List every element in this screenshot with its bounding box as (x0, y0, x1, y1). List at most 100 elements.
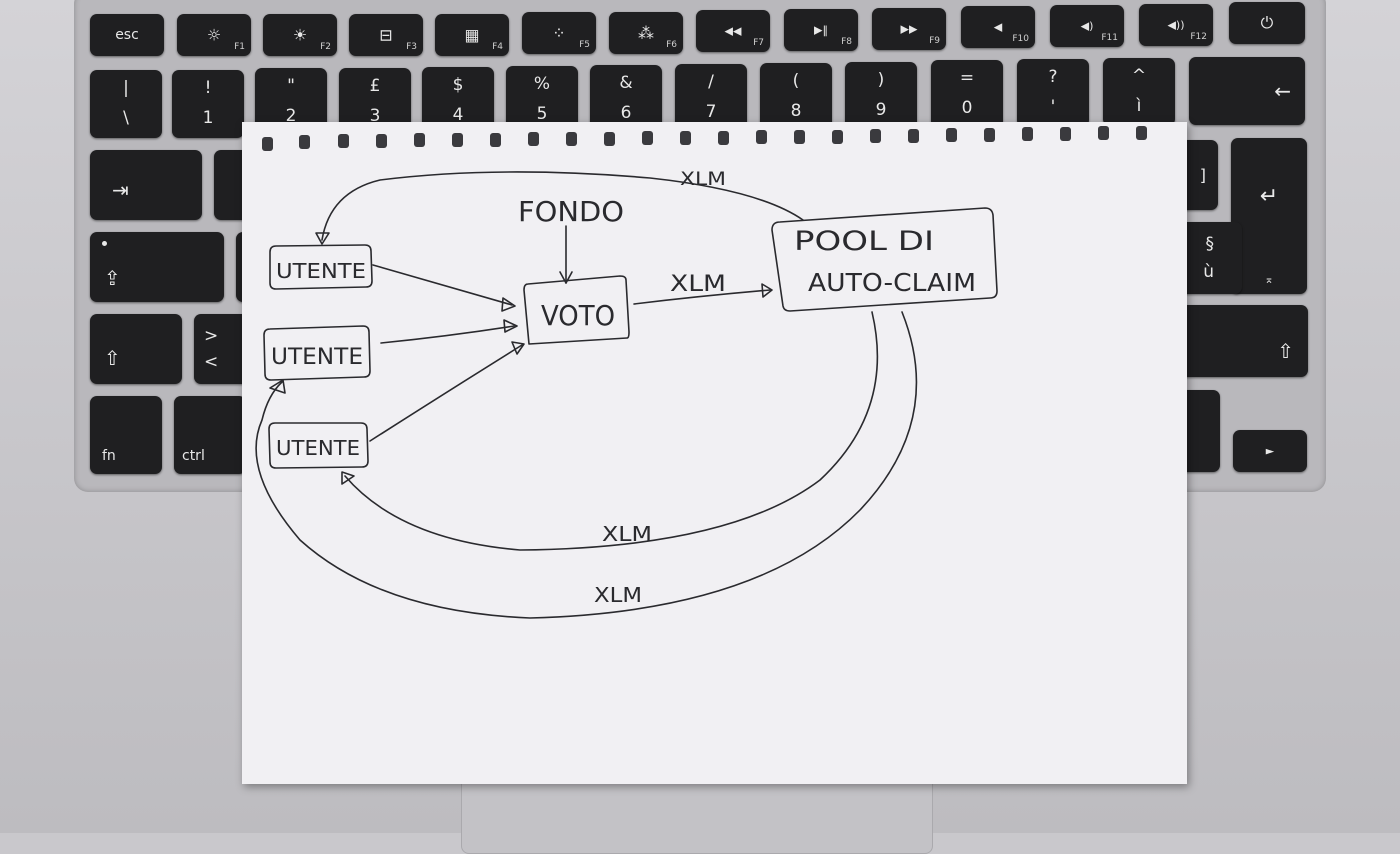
key-label-bottom: 9 (875, 100, 887, 120)
power-icon: ⏻ (1260, 13, 1274, 32)
keyboard-light-up-icon: ⁂ (638, 23, 654, 43)
key-fn[interactable]: fn (90, 396, 162, 474)
key-ctrl[interactable]: ctrl (174, 396, 246, 474)
key-esc[interactable]: esc (90, 14, 164, 56)
utente-2-box (263, 325, 371, 381)
key-f8[interactable]: ▶‖ F8 (784, 9, 858, 51)
key-label-top: ( (792, 71, 800, 91)
key-label: esc (115, 27, 139, 43)
key-label: fn (102, 448, 116, 464)
key-arrow-right[interactable]: ► (1233, 430, 1307, 472)
launchpad-icon: ▦ (464, 25, 480, 45)
key-label-bottom: < (204, 352, 219, 372)
key-label: ] (1199, 165, 1206, 185)
key-shift-left[interactable]: ⇧ (90, 314, 182, 384)
key-sublabel: F7 (753, 38, 764, 48)
key-label-bottom: 6 (620, 103, 632, 123)
utente-3-label: UTENTE (276, 436, 360, 460)
key-sublabel: F3 (406, 42, 417, 52)
key-return[interactable]: ↵⌅ (1231, 138, 1307, 294)
key-label-top: & (619, 73, 633, 93)
arrowhead (503, 319, 518, 333)
key-sublabel: F4 (492, 42, 503, 52)
pool-box (771, 207, 998, 312)
arrowhead (511, 341, 525, 355)
arrow-utente3-to-voto (369, 344, 523, 442)
key-sublabel: F9 (929, 36, 940, 46)
shift-icon: ⇧ (1277, 339, 1294, 363)
key-power[interactable]: ⏻ (1229, 2, 1305, 44)
key-sublabel: F11 (1101, 33, 1118, 43)
key-apostrophe[interactable]: ?' (1017, 59, 1089, 127)
key-f10[interactable]: ◀F10 (961, 6, 1035, 48)
pool-label-line1: POOL DI (794, 226, 934, 257)
key-f5[interactable]: ⁘F5 (522, 12, 596, 54)
key-label-top: ^ (1131, 66, 1147, 86)
utente-1-box (269, 244, 373, 290)
key-f11[interactable]: ◀)F11 (1050, 5, 1124, 47)
notebook-paper (242, 122, 1187, 784)
key-label-bottom: 1 (202, 108, 214, 128)
key-label-top: ? (1048, 67, 1058, 87)
key-tab[interactable]: ⇥ (90, 150, 202, 220)
key-8[interactable]: (8 (760, 63, 832, 131)
volume-up-icon: ◀)) (1167, 18, 1185, 32)
hand-drawn-diagram: FONDO VOTO POOL DI AUTO-CLAIM UTENTE UTE… (255, 126, 1147, 619)
arrowhead (559, 271, 573, 284)
arrow-utente2-to-voto (380, 325, 515, 344)
key-label-bottom: 0 (961, 98, 973, 118)
key-sublabel: F6 (666, 40, 677, 50)
arrow-voto-to-pool (633, 289, 771, 305)
key-sublabel: F12 (1190, 32, 1207, 42)
key-f6[interactable]: ⁂ F6 (609, 12, 683, 54)
key-6[interactable]: &6 (590, 65, 662, 133)
tab-icon: ⇥ (112, 178, 129, 202)
key-9[interactable]: )9 (845, 62, 917, 130)
key-label-bottom: ù (1203, 262, 1214, 282)
xlm-outer-loop-label: XLM (594, 583, 642, 607)
arrowhead (269, 379, 286, 394)
key-sublabel: F1 (234, 42, 245, 52)
mission-control-icon: ⊟ (379, 25, 393, 45)
key-label-bottom: 3 (369, 106, 381, 126)
key-f1[interactable]: ☼F1 (177, 14, 251, 56)
key-f12[interactable]: ◀)) F12 (1139, 4, 1213, 46)
key-f3[interactable]: ⊟ F3 (349, 14, 423, 56)
key-sublabel: F2 (320, 42, 331, 52)
key-label-bottom: ' (1050, 97, 1056, 117)
utente-2-label: UTENTE (271, 345, 363, 370)
key-1[interactable]: !1 (172, 70, 244, 138)
key-7[interactable]: /7 (675, 64, 747, 132)
key-label-top: / (708, 72, 714, 92)
key-sublabel: F8 (841, 37, 852, 47)
voto-label: VOTO (541, 299, 615, 332)
enter-icon: ⌅ (1264, 273, 1274, 286)
caps-lock-icon: ⇪ (104, 266, 121, 290)
fast-forward-icon: ▶▶ (900, 22, 918, 36)
key-label-top: | (123, 78, 129, 98)
xlm-vote-pool-label: XLM (670, 272, 726, 297)
key-f7[interactable]: ◀◀F7 (696, 10, 770, 52)
return-icon: ↵ (1259, 184, 1279, 209)
arrowhead (315, 232, 330, 245)
key-0[interactable]: =0 (931, 60, 1003, 128)
key-f9[interactable]: ▶▶ F9 (872, 8, 946, 50)
key-label-bottom: 2 (285, 106, 297, 126)
key-label-bottom: 5 (536, 104, 548, 124)
caps-indicator-icon (102, 241, 107, 246)
key-label-top: " (287, 76, 295, 96)
arrow-pool-to-utente3 (344, 311, 879, 551)
key-caps-lock[interactable]: ⇪ (90, 232, 224, 302)
key-label-top: > (204, 326, 219, 346)
key-i-grave[interactable]: ^ì (1103, 58, 1175, 126)
shift-icon: ⇧ (104, 346, 121, 370)
fondo-label: FONDO (518, 195, 624, 228)
voto-box (523, 275, 630, 345)
key-f2[interactable]: ☀F2 (263, 14, 337, 56)
key-label-top: $ (452, 75, 464, 95)
key-f4[interactable]: ▦ F4 (435, 14, 509, 56)
key-backspace[interactable]: ← (1189, 57, 1305, 125)
play-pause-icon: ▶‖ (814, 23, 828, 37)
key-backslash[interactable]: |\ (90, 70, 162, 138)
key-label-top: § (1205, 234, 1215, 254)
